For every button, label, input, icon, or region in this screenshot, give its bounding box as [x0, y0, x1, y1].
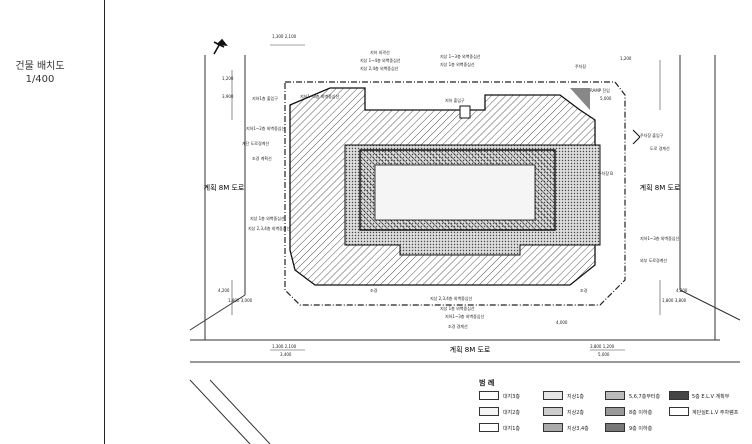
- dim-right-mid: 5,000: [600, 96, 612, 101]
- road-label-right: 계획 8M 도로: [640, 183, 681, 192]
- legend-swatch: [543, 407, 563, 416]
- label-26: 조경: [580, 287, 588, 293]
- label-17: 지하1~3층 외벽중심선: [445, 313, 484, 319]
- dim-bottom-right-a: 3,800 1,200: [590, 344, 615, 349]
- dim-bottom-right-b: 5,000: [598, 352, 610, 357]
- dim-right-low: 4,200: [676, 288, 688, 293]
- label-13: 지하1~3층 외벽중심선: [300, 93, 339, 99]
- label-10: 지상 1층 외벽중심선: [250, 215, 285, 221]
- north-arrow-icon: [213, 38, 228, 55]
- dim-left-low: 4,200: [218, 288, 230, 293]
- label-7: 지하1~2층 외벽중심선: [246, 125, 285, 131]
- road-label-bottom: 계획 8M 도로: [450, 345, 491, 354]
- panel-divider: [104, 0, 105, 444]
- dim-right-top: 1,200: [620, 56, 632, 61]
- dim-bottom-left-b: 3,400: [280, 352, 292, 357]
- drawing-scale: 1/400: [25, 74, 55, 85]
- label-25: 외부 도로경계선: [640, 257, 667, 263]
- label-8: 계단 도로경계선: [242, 140, 269, 146]
- legend-swatch: [605, 407, 625, 416]
- label-6: 지하1층 출입구: [252, 95, 278, 101]
- label-5: 지상 2,4층 외벽중심선: [360, 65, 399, 71]
- drawing-title: 건물 배치도: [15, 61, 65, 72]
- label-9: 조경 계획선: [252, 155, 272, 161]
- inner-void: [374, 164, 536, 221]
- legend-swatch: [669, 391, 689, 400]
- dim-bottom-left-a: 1,300 2,100: [272, 344, 297, 349]
- legend-swatch: [479, 407, 499, 416]
- legend-item: 5,6,7층부터층: [629, 394, 661, 400]
- legend: 범 례 대지3층 지상1층 5,6,7층부터층 5층 E.L.V 계획부 대지2…: [477, 377, 738, 439]
- road-lines: [189, 55, 741, 444]
- label-16: 지상 1층 외벽중심선: [440, 305, 475, 311]
- road-label-left: 계획 8M 도로: [204, 183, 245, 192]
- entrance: [459, 105, 471, 119]
- label-12: 지하 출입구: [445, 97, 465, 103]
- legend-item: 계단실E.L.V 주차램프: [692, 410, 739, 416]
- legend-swatch: [605, 391, 625, 400]
- legend-swatch: [543, 423, 563, 432]
- label-2: 지상 1~3층 외벽중심선: [440, 53, 481, 59]
- legend-swatch: [479, 391, 499, 400]
- legend-item: 5층 E.L.V 계획부: [692, 394, 730, 400]
- legend-item: 지상1층: [567, 394, 584, 400]
- label-20: RAMP 진입: [590, 87, 610, 93]
- dim-right-low2: 1,800 3,800: [662, 298, 687, 303]
- legend-item: 9층 이하층: [629, 426, 653, 432]
- legend-item: 대지3층: [503, 394, 520, 400]
- label-19: 주차장: [575, 63, 586, 69]
- legend-item: 8층 이하층: [629, 410, 653, 416]
- label-4: 지상 1층 외벽중심선: [440, 61, 475, 67]
- legend-title: 범 례: [479, 379, 495, 387]
- label-24: 지하1~3층 외벽중심선: [640, 235, 679, 241]
- title-panel: 건물 배치도 1/400: [0, 0, 104, 444]
- dim-left-mid: 3,900: [222, 94, 234, 99]
- legend-swatch: [669, 407, 689, 416]
- label-18: 조경 경계선: [448, 323, 468, 329]
- label-22: 도로 경계선: [650, 145, 670, 151]
- dim-top: 1,300 2,100: [272, 34, 297, 39]
- label-23: 주차장 B: [598, 170, 613, 176]
- legend-item: 대지1층: [503, 426, 520, 432]
- label-1: 지하 외곽선: [370, 49, 390, 55]
- label-11: 지상 2,3,4층 외벽중심선: [248, 225, 290, 231]
- label-15: 지상 2,3,4층 외벽중심선: [430, 295, 472, 301]
- site-boundary: [284, 81, 626, 306]
- legend-swatch: [543, 391, 563, 400]
- legend-item: 대지2층: [503, 410, 520, 416]
- legend-item: 지상2층: [567, 410, 584, 416]
- legend-item: 지상3,4층: [567, 426, 589, 432]
- dim-left-low2: 1,800 3,000: [228, 298, 253, 303]
- label-21: 주차장 출입구: [640, 132, 664, 138]
- compass-icon: [632, 129, 641, 145]
- ramp-triangle: [570, 88, 590, 110]
- label-3: 지상 1~4층 외벽중심선: [360, 57, 401, 63]
- dim-corner: 4,000: [556, 320, 568, 325]
- legend-swatch: [605, 423, 625, 432]
- legend-swatch: [479, 423, 499, 432]
- label-14: 조경: [370, 287, 378, 293]
- dim-left-top: 1,200: [222, 76, 234, 81]
